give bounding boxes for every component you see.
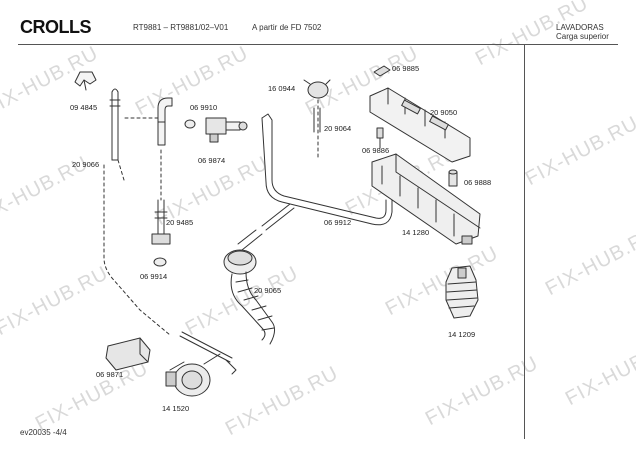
page-code: ev20035 -4/4 (20, 428, 67, 437)
part-label: 20 9064 (324, 124, 352, 133)
part-hook (74, 71, 97, 91)
part-filter-cover (105, 337, 151, 371)
part-ring (184, 119, 196, 129)
part-label: 06 9888 (464, 178, 492, 187)
part-pin (376, 127, 384, 149)
part-pressure-tube (151, 199, 171, 245)
part-label: 20 9485 (166, 218, 194, 227)
part-label: 20 9066 (72, 160, 100, 169)
serial-note: A partir de FD 7502 (252, 23, 322, 32)
part-elbow-pipe (157, 97, 173, 146)
part-label: 06 9871 (96, 370, 124, 379)
part-label: 16 0944 (268, 84, 296, 93)
part-label: 20 9050 (430, 108, 458, 117)
part-label: 14 1209 (448, 330, 476, 339)
vertical-divider (524, 44, 525, 439)
part-pump-hose (223, 229, 276, 345)
part-u-hose (261, 113, 393, 226)
part-drain-hose (109, 88, 121, 161)
part-label: 09 4845 (70, 103, 98, 112)
part-ring-small (153, 257, 167, 267)
part-bellows (445, 265, 479, 319)
part-label: 06 9885 (392, 64, 420, 73)
part-clamp (303, 79, 331, 99)
part-label: 06 9910 (190, 103, 218, 112)
part-label: 06 9886 (362, 146, 390, 155)
category-title: LAVADORAS (556, 23, 604, 32)
part-label: 06 9874 (198, 156, 226, 165)
part-label: 06 9914 (140, 272, 168, 281)
part-dispenser-housing (371, 153, 481, 245)
part-label: 06 9912 (324, 218, 352, 227)
header-divider (18, 44, 618, 45)
part-label: 14 1520 (162, 404, 190, 413)
category-subtitle: Carga superior (556, 32, 609, 41)
part-clip (373, 65, 391, 77)
model-number: RT9881 – RT9881/02–V01 (133, 23, 229, 32)
part-top-bracket (369, 87, 471, 163)
part-small-cylinder (448, 169, 458, 187)
brand-logo: CROLLS (20, 17, 92, 37)
part-drain-pump (165, 331, 237, 397)
part-label: 14 1280 (402, 228, 430, 237)
part-valve (205, 117, 248, 143)
part-label: 20 9065 (254, 286, 282, 295)
